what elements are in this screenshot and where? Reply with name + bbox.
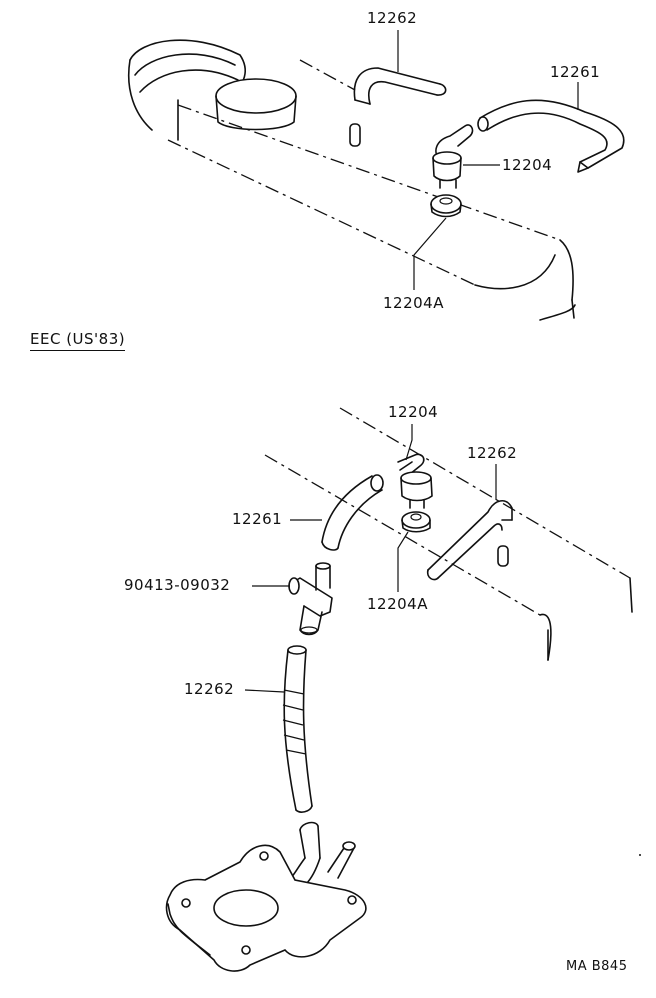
hose-12262-bottom-lower <box>282 645 313 813</box>
diagram-code: MA B845 <box>566 959 628 974</box>
cylinder-head-cover-top <box>128 39 576 321</box>
label-12204-top: 12204 <box>502 156 553 174</box>
label-12261-top: 12261 <box>550 63 601 81</box>
label-12204a-top: 12204A <box>383 294 444 312</box>
bottom-leader-lines <box>244 424 497 693</box>
section-title: EEC (US'83) <box>30 330 126 351</box>
hose-12261-bottom <box>321 474 384 551</box>
top-leader-lines <box>397 30 579 290</box>
label-12261-bottom: 12261 <box>232 510 283 528</box>
stray-marks <box>639 854 641 856</box>
label-12204-bottom: 12204 <box>388 403 439 421</box>
pcv-valve-bottom <box>397 453 433 533</box>
label-90413-09032: 90413-09032 <box>124 576 231 594</box>
hose-12261-top <box>477 99 625 173</box>
intake-flange <box>165 821 367 972</box>
pcv-valve-top <box>430 124 474 218</box>
label-12262-bottom-lower: 12262 <box>184 680 235 698</box>
hose-12262-bottom-upper <box>426 500 513 581</box>
hose-12262-top <box>299 59 447 147</box>
label-12262-bottom-upper: 12262 <box>467 444 518 462</box>
union-tee <box>288 562 333 636</box>
cylinder-head-cover-bottom <box>264 407 633 661</box>
label-12262-top: 12262 <box>367 9 418 27</box>
label-12204a-bottom: 12204A <box>367 595 428 613</box>
